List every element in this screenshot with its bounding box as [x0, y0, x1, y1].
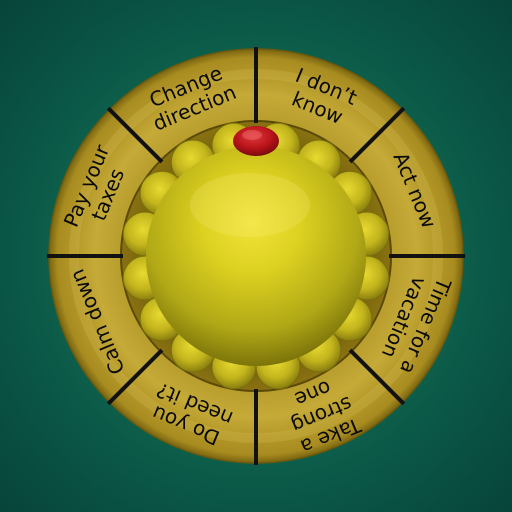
center-spin-button[interactable]: [146, 146, 366, 366]
segment-dividers: [47, 47, 465, 465]
segment-divider: [106, 348, 164, 406]
segment-divider: [348, 106, 406, 164]
hub-highlight: [190, 173, 310, 237]
segment-divider: [348, 348, 406, 406]
segment-divider: [106, 106, 164, 164]
pointer-marker: [233, 126, 279, 156]
